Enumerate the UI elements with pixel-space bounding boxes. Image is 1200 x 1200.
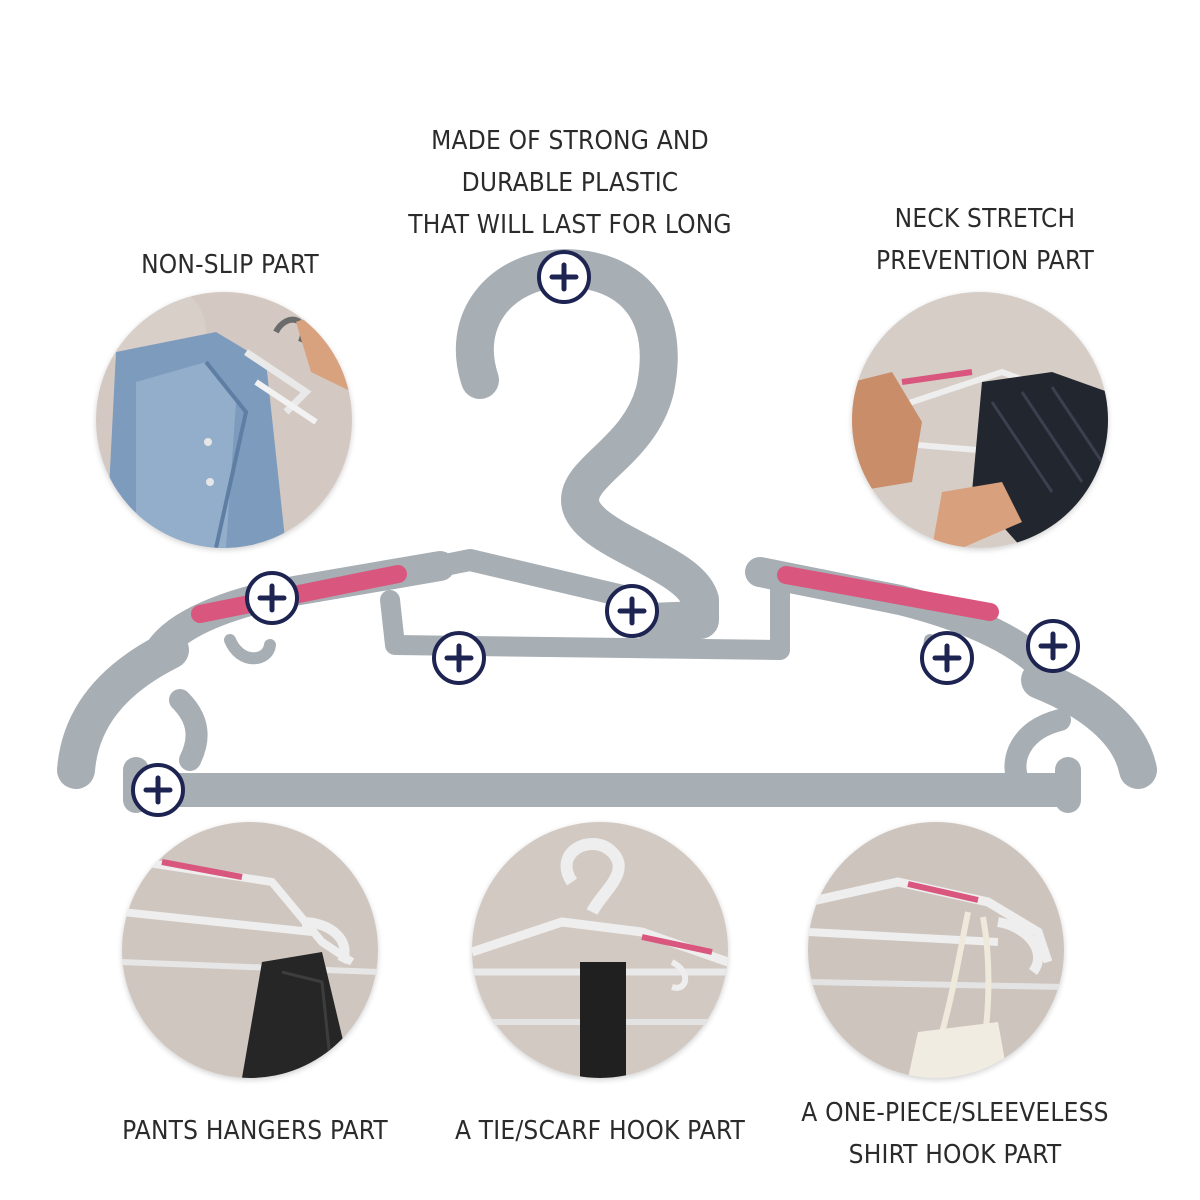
plus-circle-icon (257, 583, 287, 613)
plus-circle-icon (617, 596, 647, 626)
pants-label: PANTS HANGERS PART (100, 1110, 410, 1152)
material-label-line-3: THAT WILL LAST FOR LONG (408, 210, 732, 240)
plus-circle-icon (143, 775, 173, 805)
tie-scarf-photo (472, 822, 728, 1078)
tie-scarf-label-line-1: A TIE/SCARF HOOK PART (454, 1116, 746, 1146)
non-slip-label-line-1: NON-SLIP PART (141, 250, 319, 280)
marker-center[interactable] (603, 582, 661, 640)
marker-right-hook[interactable] (918, 629, 976, 687)
marker-right-end[interactable] (1024, 617, 1082, 675)
plus-circle-icon (444, 643, 474, 673)
plus-circle-icon (932, 643, 962, 673)
marker-top-hook[interactable] (535, 248, 593, 306)
plus-circle-icon (1038, 631, 1068, 661)
one-piece-label: A ONE-PIECE/SLEEVELESS SHIRT HOOK PART (790, 1092, 1120, 1176)
pants-label-line-1: PANTS HANGERS PART (122, 1116, 388, 1146)
marker-inner-bar[interactable] (430, 629, 488, 687)
one-piece-label-line-2: SHIRT HOOK PART (848, 1140, 1062, 1170)
tie-scarf-label: A TIE/SCARF HOOK PART (440, 1110, 760, 1152)
material-label: MADE OF STRONG AND DURABLE PLASTIC THAT … (380, 120, 760, 246)
neck-stretch-label: NECK STRETCH PREVENTION PART (860, 198, 1110, 282)
non-slip-label: NON-SLIP PART (110, 244, 350, 286)
neck-stretch-label-line-1: NECK STRETCH (894, 204, 1076, 234)
plus-circle-icon (549, 262, 579, 292)
material-label-line-1: MADE OF STRONG AND (431, 126, 709, 156)
pants-photo (122, 822, 378, 1078)
one-piece-photo (808, 822, 1064, 1078)
material-label-line-2: DURABLE PLASTIC (461, 168, 679, 198)
marker-left-grip[interactable] (243, 569, 301, 627)
one-piece-label-line-1: A ONE-PIECE/SLEEVELESS (801, 1098, 1109, 1128)
marker-pants-bar[interactable] (129, 761, 187, 819)
neck-stretch-photo (852, 292, 1108, 548)
neck-stretch-label-line-2: PREVENTION PART (876, 246, 1094, 276)
